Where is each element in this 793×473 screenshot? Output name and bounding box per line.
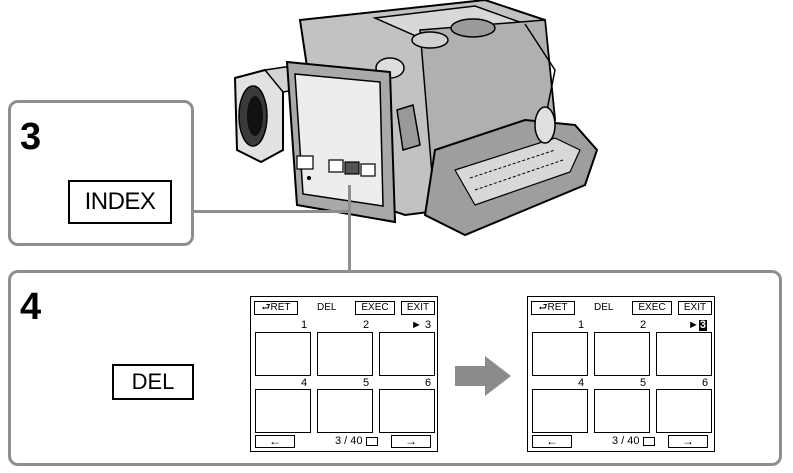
- ret-button[interactable]: ⮐RET: [254, 301, 298, 315]
- thumb-number: 1: [578, 319, 585, 331]
- next-button[interactable]: →: [391, 435, 431, 448]
- arrow-right-icon: [455, 356, 511, 396]
- mode-label: DEL: [317, 302, 337, 313]
- step-4-number: 4: [20, 286, 42, 328]
- connector-line-horizontal: [194, 210, 350, 213]
- exec-button[interactable]: EXEC: [632, 301, 672, 315]
- thumbnail[interactable]: [379, 389, 435, 433]
- thumbnail[interactable]: [255, 332, 311, 376]
- thumb-number: 1: [301, 319, 308, 331]
- exec-button[interactable]: EXEC: [355, 301, 395, 315]
- thumb-number: 6: [425, 377, 432, 389]
- thumb-number: 2: [640, 319, 647, 331]
- next-button[interactable]: →: [668, 435, 708, 448]
- image-count: 3 / 40: [335, 434, 378, 448]
- play-marker-icon: ►: [411, 319, 422, 331]
- return-icon: ⮐: [538, 302, 548, 313]
- thumb-number: 6: [702, 377, 709, 389]
- thumb-number: 5: [363, 377, 370, 389]
- lcd-screen-after: ⮐RET DEL EXEC EXIT 1 2 ►3 4 5 6 ← 3 / 40…: [527, 296, 715, 452]
- thumbnail[interactable]: [379, 332, 435, 376]
- memory-card-icon: [642, 436, 655, 446]
- exit-button[interactable]: EXIT: [401, 301, 435, 315]
- thumb-number: 2: [363, 319, 370, 331]
- step-3-number: 3: [20, 116, 42, 158]
- thumbnail[interactable]: [532, 332, 588, 376]
- thumbnail[interactable]: [532, 389, 588, 433]
- ret-button[interactable]: ⮐RET: [531, 301, 575, 315]
- thumb-number: 4: [578, 377, 585, 389]
- thumbnail[interactable]: [656, 332, 712, 376]
- connector-line-vertical: [348, 185, 351, 271]
- lcd-screen-before: ⮐RET DEL EXEC EXIT 1 2 ► 3 4 5 6 ← 3 / 4…: [250, 296, 438, 452]
- thumbnail[interactable]: [656, 389, 712, 433]
- image-count: 3 / 40: [612, 434, 655, 448]
- play-marker-icon: ►: [688, 319, 699, 331]
- prev-button[interactable]: ←: [255, 435, 295, 448]
- thumb-number-selected: ► 3: [411, 319, 432, 331]
- thumbnail[interactable]: [594, 389, 650, 433]
- mode-label: DEL: [594, 302, 614, 313]
- thumbnail[interactable]: [594, 332, 650, 376]
- prev-button[interactable]: ←: [532, 435, 572, 448]
- camcorder-illustration: [233, 0, 599, 237]
- thumb-number: 4: [301, 377, 308, 389]
- thumb-number-selected: ►3: [688, 319, 708, 331]
- thumbnail[interactable]: [255, 389, 311, 433]
- index-button[interactable]: INDEX: [68, 180, 172, 224]
- thumbnail[interactable]: [317, 332, 373, 376]
- exit-button[interactable]: EXIT: [678, 301, 712, 315]
- thumb-number: 5: [640, 377, 647, 389]
- return-icon: ⮐: [261, 302, 271, 313]
- del-button[interactable]: DEL: [112, 364, 194, 400]
- thumbnail[interactable]: [317, 389, 373, 433]
- memory-card-icon: [365, 436, 378, 446]
- selected-number-highlight: 3: [698, 319, 708, 331]
